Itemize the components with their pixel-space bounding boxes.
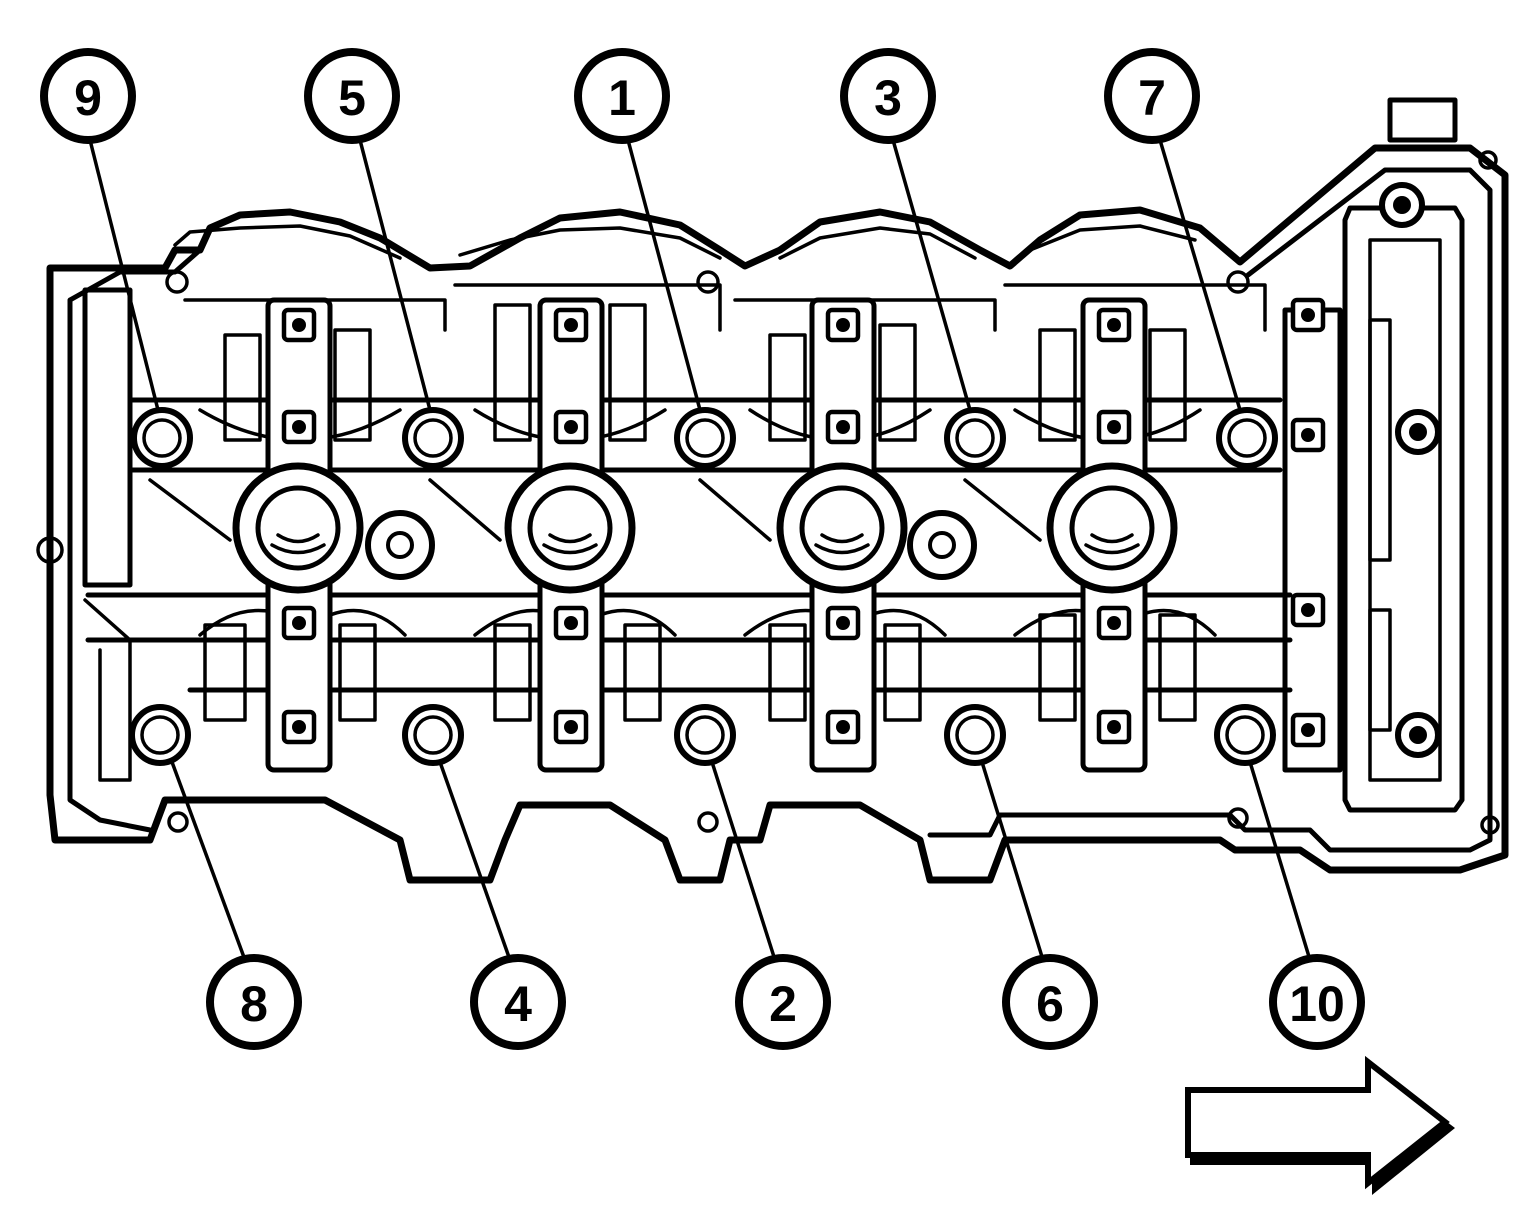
callout-10: 10 <box>1269 954 1365 1050</box>
callout-label: 4 <box>504 976 532 1032</box>
head-bolt-7 <box>1216 407 1278 469</box>
spark-plug-bore <box>776 462 908 594</box>
leader-10 <box>1248 761 1312 961</box>
callout-label: 9 <box>74 70 102 126</box>
head-bolt-8 <box>129 704 191 766</box>
callout-label: 1 <box>608 70 636 126</box>
leader-8 <box>170 761 247 961</box>
leader-4 <box>438 761 512 961</box>
callout-label: 2 <box>769 976 797 1032</box>
leader-1 <box>626 139 702 411</box>
spark-plug-bore <box>1046 462 1178 594</box>
arrow-right-icon <box>1185 1055 1455 1195</box>
callout-label: 10 <box>1289 976 1345 1032</box>
spark-plug-bore <box>232 462 364 594</box>
callout-label: 3 <box>874 70 902 126</box>
head-bolt-4 <box>402 704 464 766</box>
head-bolt-10 <box>1214 704 1276 766</box>
leader-9 <box>88 139 160 411</box>
callout-8: 8 <box>206 954 302 1050</box>
leader-7 <box>1158 139 1242 411</box>
leader-2 <box>710 761 777 961</box>
callout-6: 6 <box>1002 954 1098 1050</box>
head-bolt-5 <box>402 407 464 469</box>
spark-plug-bores <box>232 462 1178 594</box>
callout-label: 7 <box>1138 70 1166 126</box>
callout-label: 5 <box>338 70 366 126</box>
leader-3 <box>891 139 972 411</box>
spark-plug-bore <box>504 462 636 594</box>
callout-9: 9 <box>40 48 136 144</box>
leader-5 <box>358 139 432 411</box>
callout-1: 1 <box>574 48 670 144</box>
callout-3: 3 <box>840 48 936 144</box>
head-bolt-1 <box>674 407 736 469</box>
callout-7: 7 <box>1104 48 1200 144</box>
leader-6 <box>980 761 1045 961</box>
callout-2: 2 <box>735 954 831 1050</box>
head-bolt-3 <box>944 407 1006 469</box>
head-bolts <box>129 407 1278 766</box>
callout-5: 5 <box>304 48 400 144</box>
cap-studs <box>281 182 1441 758</box>
head-bolt-2 <box>674 704 736 766</box>
head-bolt-9 <box>131 407 193 469</box>
callout-label: 8 <box>240 976 268 1032</box>
leader-lines <box>88 139 1312 961</box>
callout-4: 4 <box>470 954 566 1050</box>
head-bolt-6 <box>944 704 1006 766</box>
callout-label: 6 <box>1036 976 1064 1032</box>
callouts: 9 5 1 3 7 8 4 2 <box>40 48 1365 1050</box>
